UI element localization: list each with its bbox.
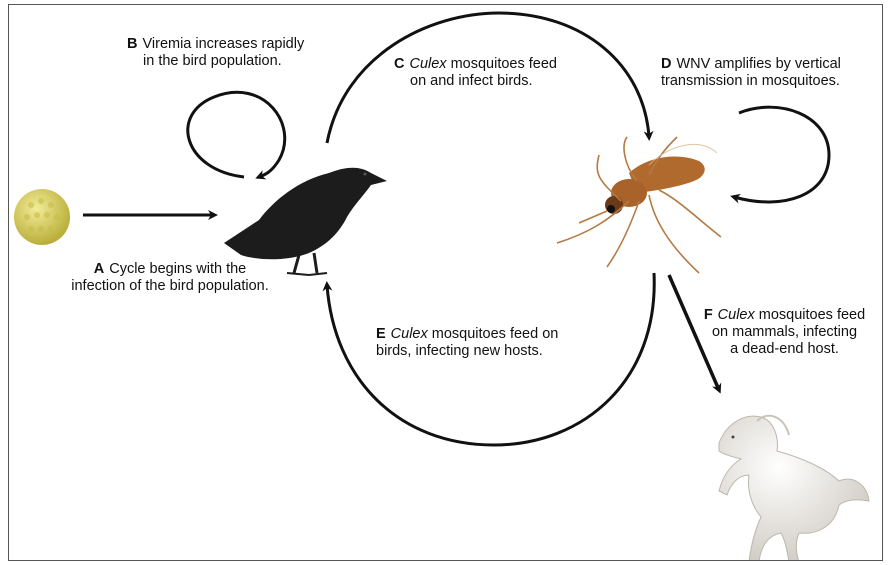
- virus-particle-icon: [14, 189, 70, 245]
- step-c-genus: Culex: [409, 56, 446, 72]
- step-f-line1: mosquitoes feed: [755, 307, 865, 323]
- step-f-line3: a dead-end host.: [685, 341, 883, 358]
- step-e-line2: birds, infecting new hosts.: [376, 343, 616, 360]
- step-d-line1: WNV amplifies by vertical: [676, 56, 840, 72]
- step-e-label: E Culex mosquitoes feed on birds, infecti…: [376, 326, 616, 360]
- step-f-label: F Culex mosquitoes feed on mammals, infec…: [685, 307, 883, 358]
- step-f-genus: Culex: [718, 307, 755, 323]
- step-e-letter: E: [376, 326, 386, 342]
- step-b-label: B Viremia increases rapidly in the bird p…: [127, 36, 357, 70]
- step-f-line2: on mammals, infecting: [685, 324, 883, 341]
- step-b-line1: Viremia increases rapidly: [142, 36, 304, 52]
- step-e-line1: mosquitoes feed on: [428, 326, 559, 342]
- horse-icon: [719, 416, 869, 561]
- arrow-vertical-transmission-loop: [734, 107, 829, 202]
- step-a-letter: A: [94, 261, 104, 277]
- step-b-line2: in the bird population.: [127, 53, 357, 70]
- step-c-letter: C: [394, 56, 404, 72]
- step-c-line2: on and infect birds.: [394, 73, 634, 90]
- arrow-viremia-loop: [188, 92, 285, 177]
- step-c-line1: mosquitoes feed: [447, 56, 557, 72]
- step-a-line2: infection of the bird population.: [35, 278, 305, 295]
- step-a-line1: Cycle begins with the: [109, 261, 246, 277]
- step-b-letter: B: [127, 36, 137, 52]
- step-d-label: D WNV amplifies by vertical transmission …: [661, 56, 883, 90]
- step-f-letter: F: [704, 307, 713, 323]
- wnv-transmission-cycle-diagram: A Cycle begins with the infection of the …: [8, 4, 883, 561]
- mosquito-icon: [557, 137, 721, 273]
- crow-icon: [224, 168, 387, 275]
- step-c-label: C Culex mosquitoes feed on and infect bir…: [394, 56, 634, 90]
- step-e-genus: Culex: [391, 326, 428, 342]
- step-a-label: A Cycle begins with the infection of the …: [35, 261, 305, 295]
- step-d-line2: transmission in mosquitoes.: [661, 73, 883, 90]
- step-d-letter: D: [661, 56, 671, 72]
